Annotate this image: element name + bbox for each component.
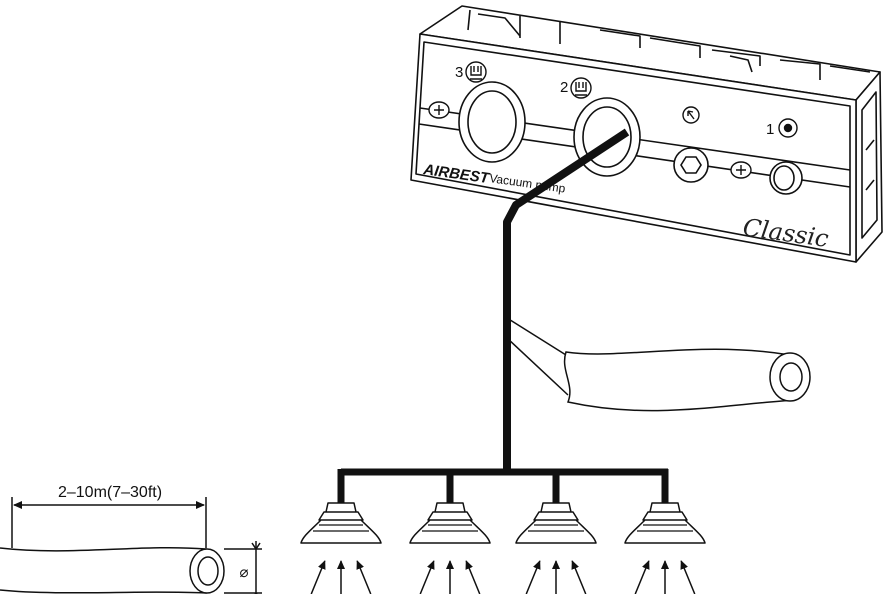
screw-icon bbox=[428, 101, 450, 119]
port-1-number: 1 bbox=[766, 121, 774, 138]
suction-cup-pictogram-icon bbox=[465, 61, 487, 83]
suction-cup bbox=[300, 502, 382, 544]
suction-cup bbox=[624, 502, 706, 544]
suction-cup bbox=[409, 502, 491, 544]
pump-port-1 bbox=[769, 161, 803, 195]
hose-callout bbox=[506, 317, 811, 412]
suction-arrow bbox=[356, 560, 372, 594]
pump-port-3 bbox=[458, 81, 526, 163]
suction-cup-pictogram-icon bbox=[570, 77, 592, 99]
power-indicator-icon bbox=[778, 118, 798, 138]
suction-arrow bbox=[525, 560, 541, 594]
manifold-pipe bbox=[337, 468, 669, 505]
hose-length-label: 2–10m(7–30ft) bbox=[58, 484, 162, 501]
suction-cups bbox=[300, 502, 706, 544]
main-vacuum-hose bbox=[503, 128, 630, 472]
spec-hose bbox=[0, 546, 207, 594]
port-2-number: 2 bbox=[560, 79, 568, 96]
suction-arrow bbox=[465, 560, 481, 594]
diameter-label: ⌀ bbox=[239, 564, 248, 581]
screw-icon bbox=[730, 161, 752, 179]
suction-cup bbox=[515, 502, 597, 544]
release-arrow-icon bbox=[682, 106, 700, 124]
suction-arrow bbox=[419, 560, 435, 594]
suction-arrows bbox=[310, 560, 696, 594]
hex-valve bbox=[673, 147, 709, 183]
hose-spec-drawing bbox=[0, 497, 262, 594]
suction-arrow bbox=[634, 560, 650, 594]
port-3-number: 3 bbox=[455, 64, 463, 81]
suction-arrow bbox=[310, 560, 326, 594]
suction-arrow bbox=[680, 560, 696, 594]
suction-arrow bbox=[571, 560, 587, 594]
